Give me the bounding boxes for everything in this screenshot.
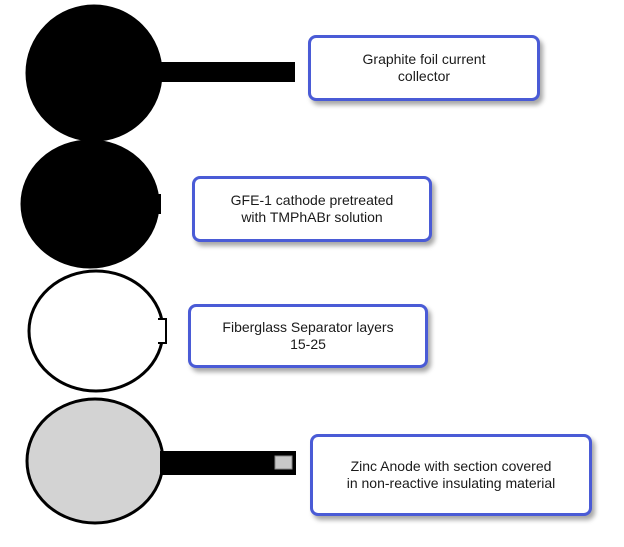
graphite-foil-label: Graphite foil current collector [308,35,540,101]
fiberglass-separator-layer [27,269,167,393]
fiberglass-separator-disc [27,269,165,393]
graphite-foil-label-line-1: Graphite foil current [362,51,486,67]
gfe-cathode-notch [152,194,161,214]
gfe-cathode-layer [20,139,161,269]
fiberglass-separator-label-line-1: Fiberglass Separator layers [222,319,394,335]
zinc-anode-tab [160,451,296,475]
gfe-cathode-label-line-2: with TMPhABr solution [241,209,383,225]
graphite-foil-layer [25,4,295,142]
graphite-foil-disc [25,4,163,142]
zinc-anode-label-line-2: in non-reactive insulating material [346,475,556,491]
graphite-foil-label-line-2: collector [397,68,451,84]
gfe-cathode-label: GFE-1 cathode pretreated with TMPhABr so… [192,176,432,242]
fiberglass-separator-label-line-2: 15-25 [290,336,326,352]
zinc-anode-insulated-section [274,455,293,470]
zinc-anode-disc [25,397,165,525]
gfe-cathode-label-line-1: GFE-1 cathode pretreated [230,192,394,208]
zinc-anode-label-line-1: Zinc Anode with section covered [350,458,552,474]
graphite-foil-tab [155,62,295,82]
zinc-anode-label: Zinc Anode with section covered in non-r… [310,434,592,516]
fiberglass-separator-notch [158,318,167,344]
fiberglass-separator-label: Fiberglass Separator layers 15-25 [188,304,428,368]
zinc-anode-layer [25,397,296,525]
gfe-cathode-disc [20,139,160,269]
